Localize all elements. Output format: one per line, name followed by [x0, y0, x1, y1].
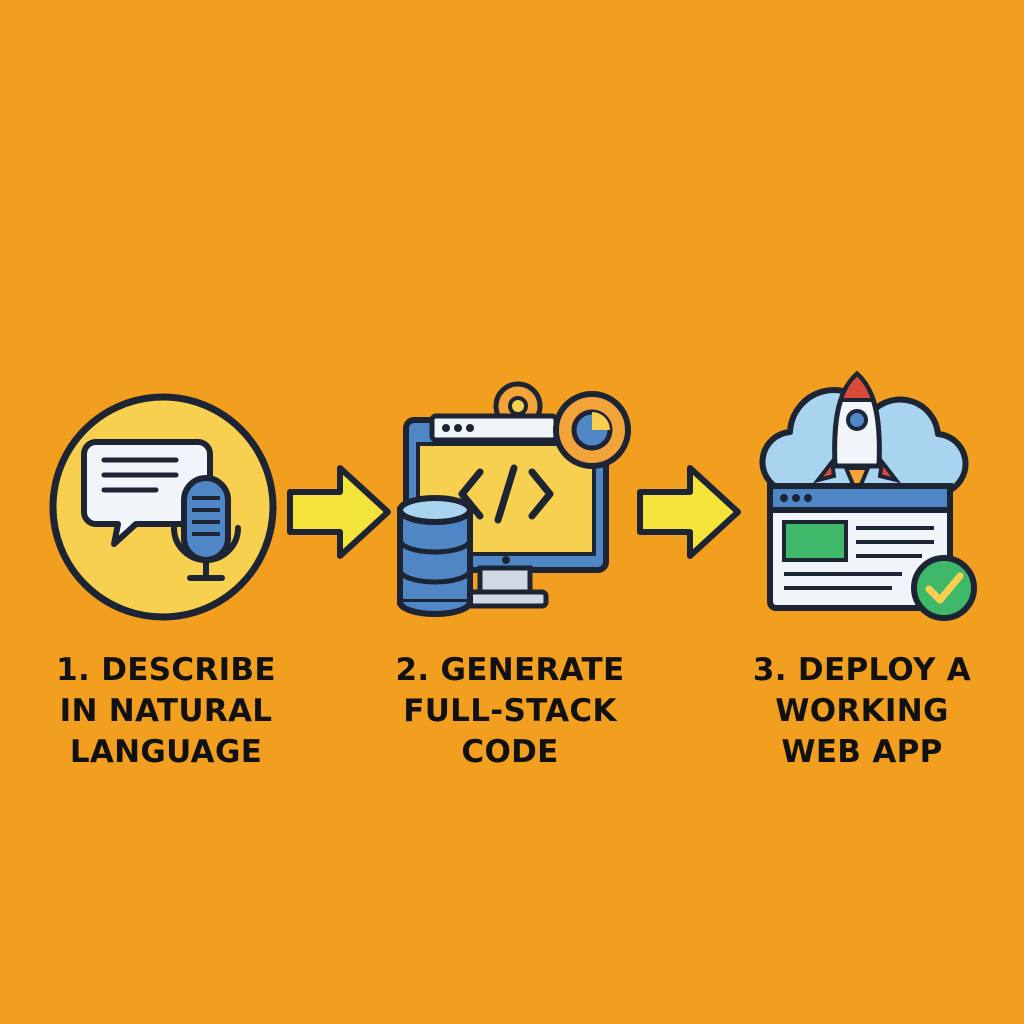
label-line: 3. DEPLOY A — [752, 652, 972, 688]
arrow-right-icon — [637, 465, 741, 559]
step-describe-label: 1. DESCRIBE IN NATURAL LANGUAGE — [26, 650, 306, 773]
label-line: 1. DESCRIBE — [56, 652, 276, 688]
large-gear-icon — [553, 391, 631, 469]
step-generate-label: 2. GENERATE FULL-STACK CODE — [370, 650, 650, 773]
code-symbol-icon — [458, 464, 554, 524]
label-line: LANGUAGE — [69, 734, 263, 770]
rocket-icon — [812, 370, 902, 500]
chat-bubble-icon — [81, 439, 213, 547]
label-line: IN NATURAL — [59, 693, 273, 729]
microphone-icon — [171, 475, 241, 581]
label-line: CODE — [461, 734, 559, 770]
label-line: WORKING — [775, 693, 949, 729]
label-line: FULL-STACK — [403, 693, 617, 729]
deploy-illustration — [759, 370, 977, 621]
label-line: 2. GENERATE — [395, 652, 625, 688]
label-line: WEB APP — [781, 734, 943, 770]
step-deploy-label: 3. DEPLOY A WORKING WEB APP — [722, 650, 1002, 773]
arrow-right-icon — [287, 465, 391, 559]
describe-illustration — [49, 393, 277, 621]
checkmark-icon — [911, 555, 977, 621]
database-icon — [397, 495, 473, 617]
browser-window-icon — [767, 483, 953, 611]
generate-illustration — [397, 381, 631, 617]
